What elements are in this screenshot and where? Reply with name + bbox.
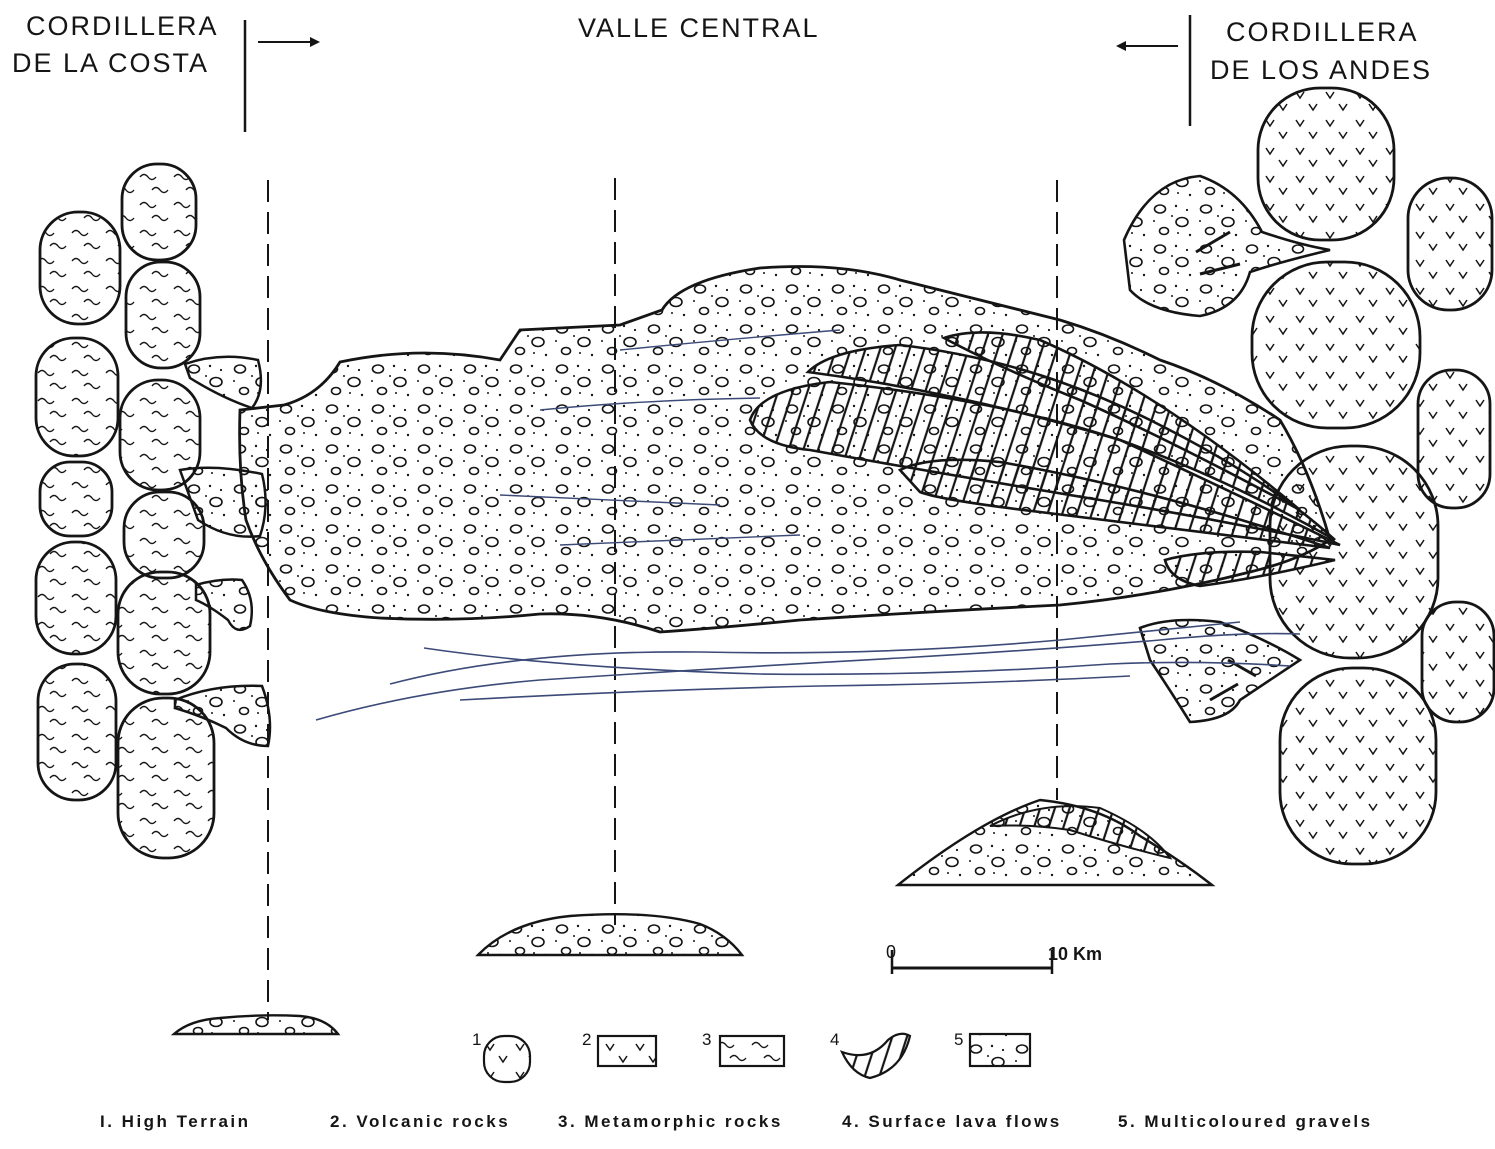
legend-caption-multicoloured-gravels: 5. Multicoloured gravels [1118,1112,1373,1132]
legend-number-3: 3 [702,1030,711,1050]
legend-number-2: 2 [582,1030,591,1050]
coastal-range-metamorphic-blocks [36,164,214,858]
header-andes-line2: DE LOS ANDES [1210,52,1432,88]
legend-symbol-gravels [970,1034,1030,1066]
legend-number-4: 4 [830,1030,839,1050]
header-central-valley: VALLE CENTRAL [578,10,820,46]
header-andes-line1: CORDILLERA [1226,14,1419,50]
legend-caption-surface-lava-flows: 4. Surface lava flows [842,1112,1062,1132]
legend-caption-volcanic-rocks: 2. Volcanic rocks [330,1112,510,1132]
legend-number-5: 5 [954,1030,963,1050]
cross-section-center [478,914,742,955]
scale-bar-end-label: 10 Km [1048,944,1102,965]
scale-bar-start-label: 0 [886,942,896,963]
header-coastal-range-line1: CORDILLERA [26,8,219,44]
scale-bar [892,950,1052,974]
legend-symbol-high-terrain [484,1036,530,1082]
legend-caption-high-terrain: I. High Terrain [100,1112,251,1132]
legend-symbol-volcanic [598,1036,656,1066]
header-coastal-range-line2: DE LA COSTA [12,45,209,81]
header-divider-right [1116,15,1190,126]
legend-symbol-metamorphic [720,1036,784,1066]
header-divider-left [245,20,320,132]
cross-section-left [174,1015,338,1034]
legend-caption-metamorphic-rocks: 3. Metamorphic rocks [558,1112,783,1132]
andean-volcanic-blocks [1252,88,1494,864]
cross-section-right [898,800,1212,885]
legend-number-1: 1 [472,1030,481,1050]
legend-symbol-lava-flows [842,1034,910,1078]
